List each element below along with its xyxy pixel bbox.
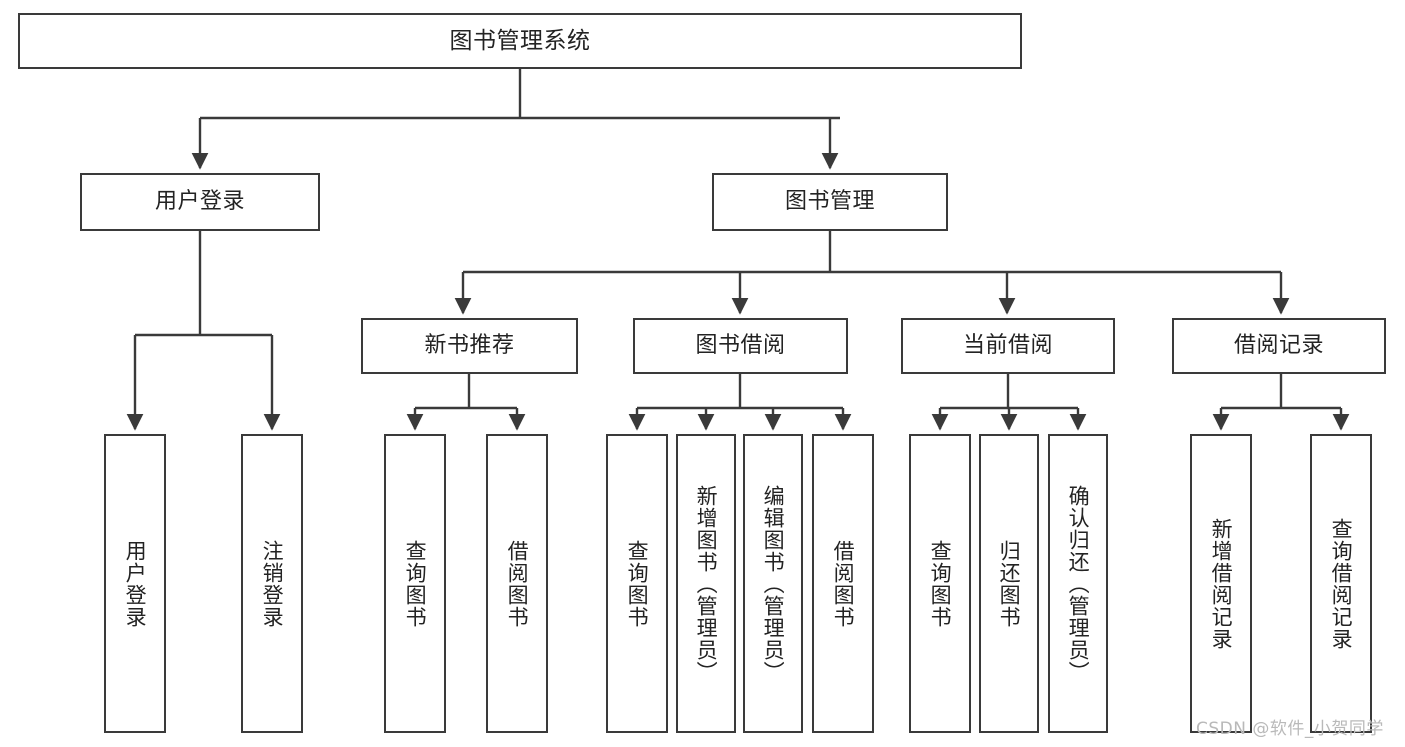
node-label: 新增图书（管理员）	[694, 484, 719, 683]
node-label: 查询图书	[403, 539, 428, 628]
node-label: 查询图书	[928, 539, 953, 628]
leaf-query-book-borrow[interactable]: 查询图书	[606, 434, 668, 733]
node-label: 新书推荐	[424, 333, 515, 359]
leaf-add-borrow-record[interactable]: 新增借阅记录	[1190, 434, 1252, 733]
node-label: 新增借阅记录	[1209, 517, 1234, 650]
leaf-confirm-return-admin[interactable]: 确认归还（管理员）	[1048, 434, 1108, 733]
node-new-book-recommend[interactable]: 新书推荐	[361, 318, 578, 374]
leaf-edit-book-admin[interactable]: 编辑图书（管理员）	[743, 434, 803, 733]
node-label: 图书借阅	[695, 333, 786, 359]
leaf-user-logout[interactable]: 注销登录	[241, 434, 303, 733]
leaf-return-book[interactable]: 归还图书	[979, 434, 1039, 733]
leaf-borrow-book-recommend[interactable]: 借阅图书	[486, 434, 548, 733]
node-label: 用户登录	[123, 539, 148, 628]
node-label: 编辑图书（管理员）	[761, 484, 786, 683]
node-label: 借阅图书	[831, 539, 856, 628]
leaf-user-login[interactable]: 用户登录	[104, 434, 166, 733]
node-current-borrow[interactable]: 当前借阅	[901, 318, 1115, 374]
node-label: 查询借阅记录	[1329, 517, 1354, 650]
node-label: 确认归还（管理员）	[1066, 484, 1091, 683]
node-label: 注销登录	[260, 539, 285, 628]
leaf-query-book-recommend[interactable]: 查询图书	[384, 434, 446, 733]
leaf-query-book-current[interactable]: 查询图书	[909, 434, 971, 733]
leaf-borrow-book-borrow[interactable]: 借阅图书	[812, 434, 874, 733]
node-label: 当前借阅	[962, 333, 1053, 359]
node-user-login[interactable]: 用户登录	[80, 173, 320, 231]
node-label: 图书管理	[784, 189, 875, 215]
node-label: 查询图书	[625, 539, 650, 628]
node-label: 用户登录	[154, 189, 245, 215]
node-borrow-record[interactable]: 借阅记录	[1172, 318, 1386, 374]
leaf-add-book-admin[interactable]: 新增图书（管理员）	[676, 434, 736, 733]
leaf-query-borrow-record[interactable]: 查询借阅记录	[1310, 434, 1372, 733]
node-label: 借阅记录	[1233, 333, 1324, 359]
node-book-management[interactable]: 图书管理	[712, 173, 948, 231]
node-label: 图书管理系统	[449, 27, 591, 54]
node-label: 归还图书	[997, 539, 1022, 628]
node-book-borrow[interactable]: 图书借阅	[633, 318, 848, 374]
node-label: 借阅图书	[505, 539, 530, 628]
node-root-book-management-system[interactable]: 图书管理系统	[18, 13, 1022, 69]
